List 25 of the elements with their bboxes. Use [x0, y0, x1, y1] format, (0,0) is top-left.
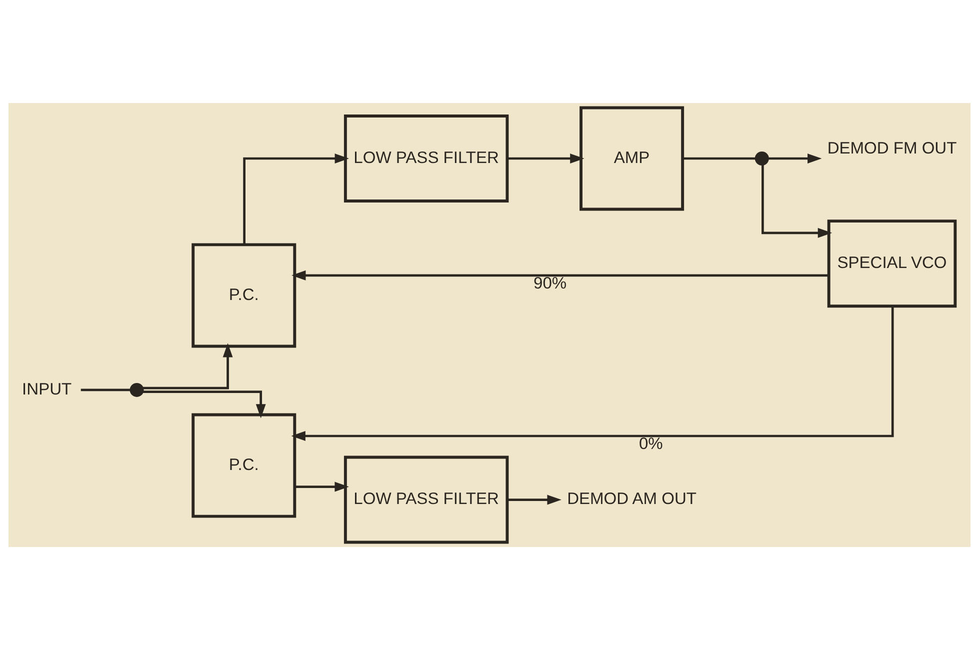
edge-label: 0% [638, 434, 663, 454]
node-circle [130, 382, 144, 397]
connector [80, 388, 132, 392]
node-box: SPECIAL VCO [827, 220, 957, 308]
arrow [291, 306, 894, 441]
arrow [508, 154, 584, 164]
edge-label: 90% [534, 274, 567, 293]
node-circle [754, 152, 769, 166]
node-text: INPUT [22, 379, 72, 398]
arrow [292, 270, 829, 280]
arrow [142, 343, 233, 390]
node-box: P.C. [192, 413, 296, 518]
arrow [294, 482, 349, 492]
node-text: DEMOD AM OUT [567, 489, 696, 508]
arrow [767, 154, 822, 164]
node-box: P.C. [192, 243, 296, 348]
node-box: LOW PASS FILTER [344, 456, 509, 544]
node-box: AMP [580, 106, 684, 211]
connector [682, 157, 756, 160]
node-box: LOW PASS FILTER [344, 114, 509, 202]
node-text: DEMOD FM OUT [827, 138, 957, 158]
arrow [762, 164, 832, 238]
arrow [142, 390, 266, 418]
arrow [243, 154, 349, 244]
arrow [508, 494, 562, 505]
